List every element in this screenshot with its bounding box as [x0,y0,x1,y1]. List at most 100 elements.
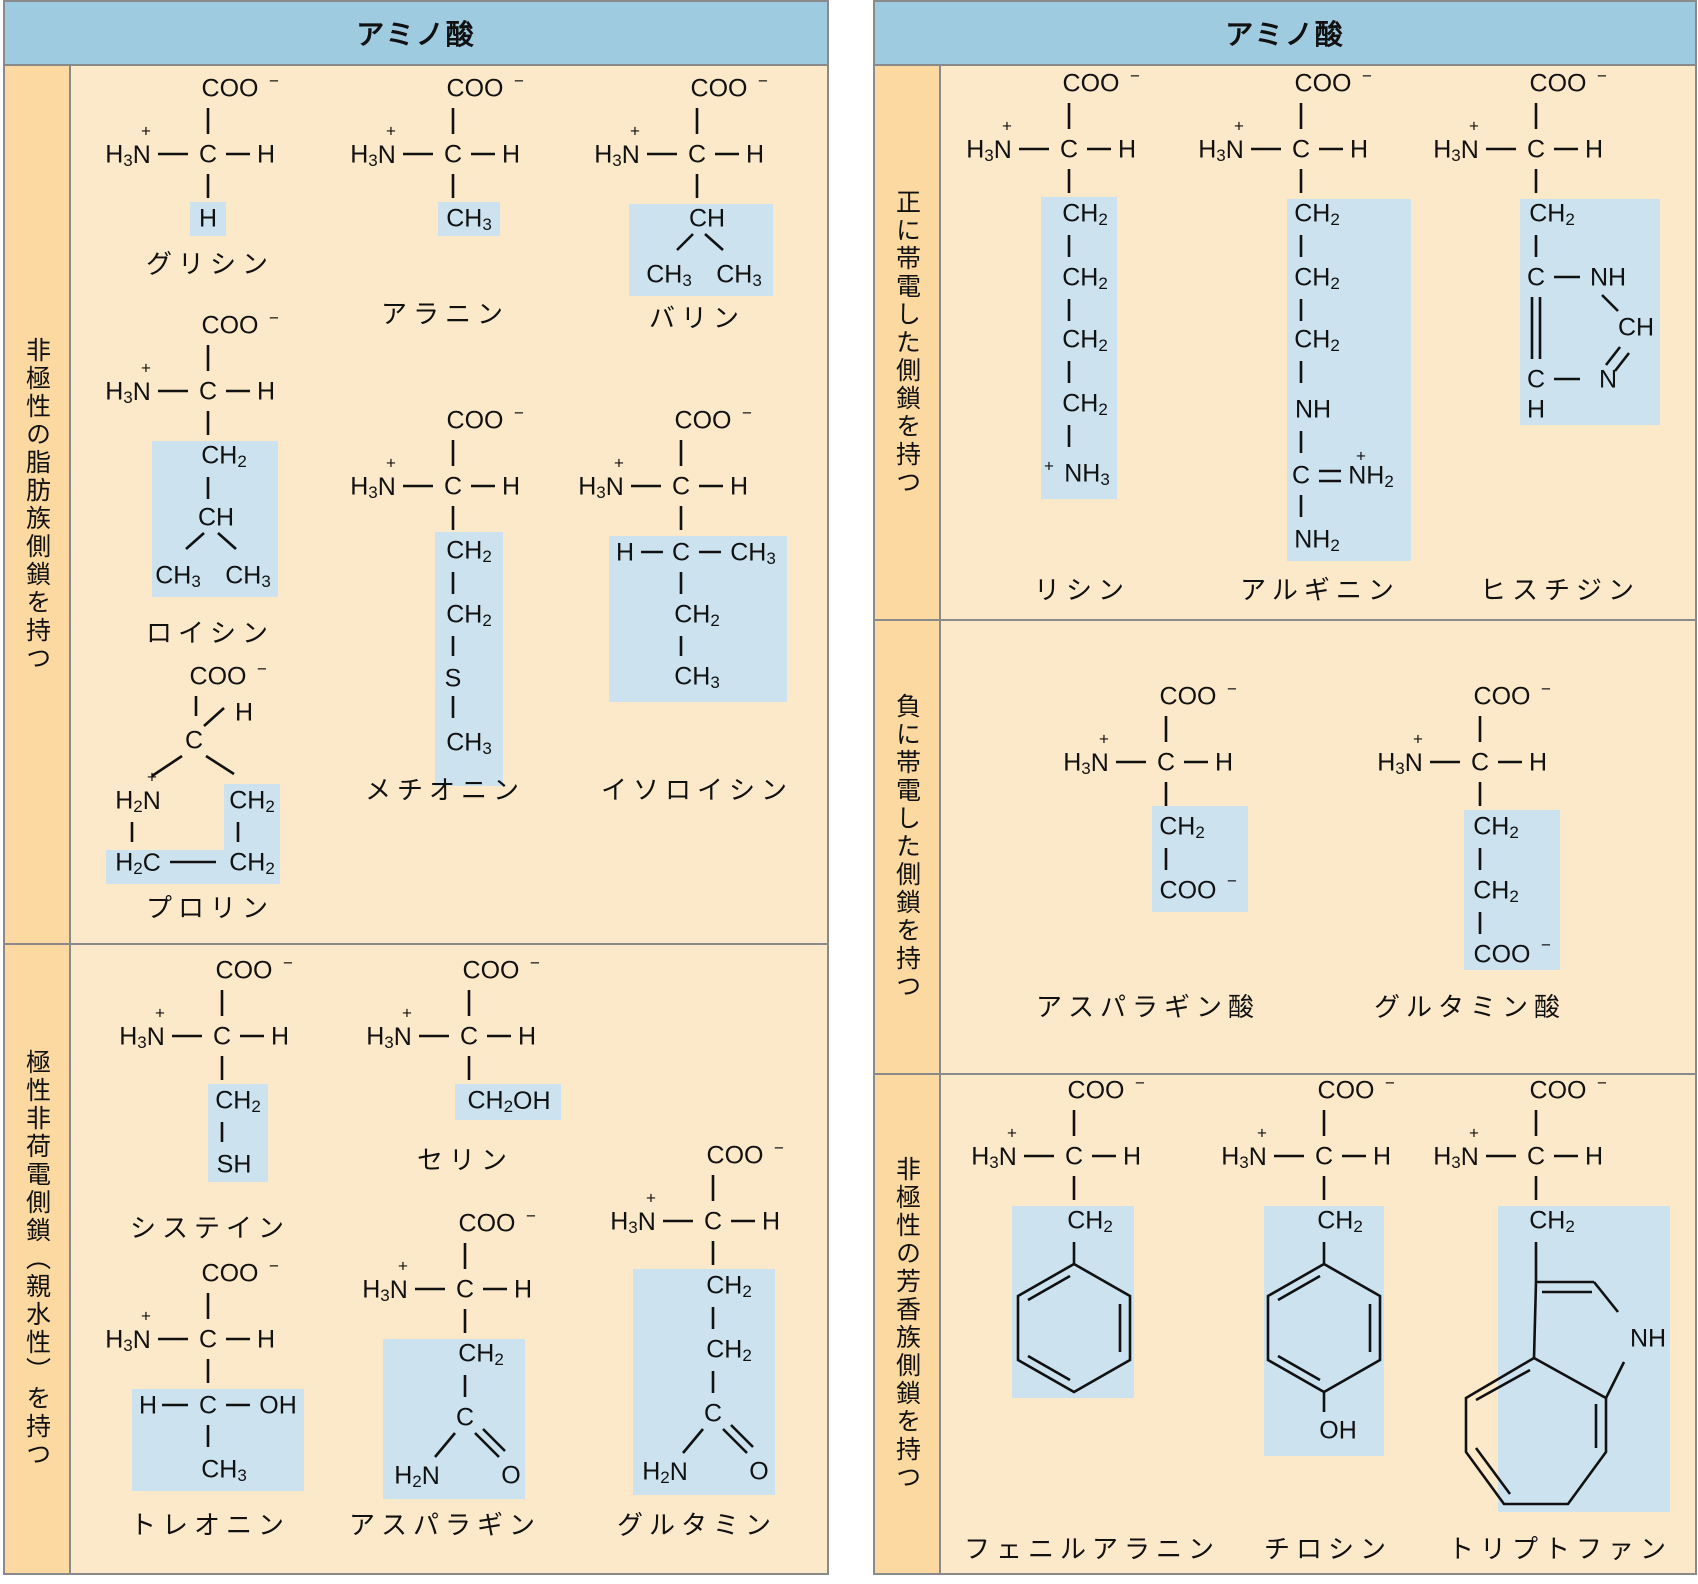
svg-text:−: − [1227,679,1237,698]
valine-structure: COO− H3N+ C H CH CH3 CH3 [594,71,773,296]
side-chain-highlight [1152,806,1248,912]
name-lysine: リシン [1033,576,1131,606]
svg-text:C: C [1157,749,1175,777]
svg-text:−: − [1362,66,1372,85]
svg-text:COO: COO [707,1142,764,1170]
svg-text:H: H [1373,1143,1391,1171]
svg-text:H: H [1215,749,1233,777]
left-panel-header: アミノ酸 [5,2,827,66]
svg-text:C: C [704,1208,722,1236]
svg-text:+: + [141,358,151,377]
leucine-structure: COO− H3N+ C H CH2 CH CH3 CH3 [105,308,279,597]
svg-text:H: H [1529,749,1547,777]
group-divider [875,619,1695,621]
svg-text:S: S [445,665,462,693]
svg-text:C: C [1292,462,1310,490]
svg-text:−: − [283,953,293,972]
svg-text:H: H [271,1023,289,1051]
svg-text:COO: COO [1160,877,1217,905]
svg-text:+: + [141,121,151,140]
side-chain-highlight [132,1389,304,1491]
svg-text:CH: CH [689,205,725,233]
svg-text:−: − [742,403,752,422]
side-chain-highlight [455,1084,561,1120]
glutamic-acid-structure: COO− H3N+ C H CH2 CH2 COO− [1377,679,1560,970]
svg-text:H: H [1350,136,1368,164]
methionine-structure: COO− H3N+ C H CH2 CH2 S CH3 [350,403,524,786]
svg-text:C: C [444,141,462,169]
group-label-aromatic: 非極性の芳香族側鎖を持つ [875,1075,941,1573]
svg-text:H3N: H3N [578,473,624,503]
name-tryptophan: トリプトファン [1447,1535,1673,1565]
svg-text:CH: CH [198,504,234,532]
lysine-structure: COO− H3N+ C H CH2 CH2 CH2 CH2 + NH3 [966,66,1140,499]
svg-text:C: C [1292,136,1310,164]
group-label-negative: 負に帯電した側鎖を持つ [875,621,941,1073]
side-chain-highlight [438,202,500,236]
svg-text:H3N: H3N [1377,749,1423,779]
name-aspartic-acid: アスパラギン酸 [1035,993,1261,1023]
svg-text:COO: COO [1295,70,1352,98]
svg-text:H: H [502,473,520,501]
svg-text:CH3: CH3 [674,663,720,693]
svg-text:C: C [199,1326,217,1354]
svg-text:C: C [456,1404,474,1432]
name-cysteine: システイン [129,1214,291,1244]
svg-text:COO: COO [216,957,273,985]
svg-text:−: − [526,1206,536,1225]
svg-text:+: + [1356,446,1366,465]
svg-text:C: C [444,473,462,501]
side-chain-highlight [1041,197,1117,499]
svg-text:COO: COO [1530,70,1587,98]
proline-structure: COO− H C H2N+ CH2 H2C CH2 [106,659,280,884]
svg-text:COO: COO [691,75,748,103]
svg-text:COO: COO [202,1260,259,1288]
svg-text:+: + [1002,116,1012,135]
svg-text:H2N: H2N [394,1462,440,1492]
group-divider [5,943,827,945]
phenylalanine-structure: COO− H3N+ C H CH2 [971,1073,1145,1398]
name-leucine: ロイシン [145,619,275,649]
svg-text:NH: NH [1590,264,1626,292]
svg-text:OH: OH [259,1392,297,1420]
svg-text:C: C [456,1276,474,1304]
arginine-structure: COO− H3N+ C H CH2 CH2 CH2 NH C NH2+ NH2 [1198,66,1411,561]
name-alanine: アラニン [380,300,510,330]
svg-text:−: − [514,403,524,422]
side-chain-highlight [1520,199,1660,425]
svg-text:−: − [1541,679,1551,698]
svg-text:C: C [1471,749,1489,777]
svg-text:+: + [630,121,640,140]
svg-text:H: H [762,1208,780,1236]
side-chain-highlight [190,202,226,236]
svg-text:H: H [1527,396,1545,424]
svg-text:H: H [1123,1143,1141,1171]
svg-text:C: C [1527,264,1545,292]
svg-text:+: + [398,1256,408,1275]
svg-text:H: H [139,1392,157,1420]
svg-text:COO: COO [1318,1077,1375,1105]
name-tyrosine: チロシン [1263,1535,1393,1565]
histidine-structure: COO− H3N+ C H CH2 C NH CH C N H [1433,66,1660,425]
svg-text:COO: COO [202,312,259,340]
svg-text:C: C [1527,1143,1545,1171]
name-glutamine: グルタミン [616,1511,778,1541]
name-methionine: メチオニン [364,776,526,806]
svg-text:+: + [1099,729,1109,748]
svg-text:−: − [269,1256,279,1275]
svg-text:NH: NH [1295,396,1331,424]
name-asparagine: アスパラギン [348,1511,542,1541]
name-glutamic-acid: グルタミン酸 [1373,993,1567,1023]
svg-text:+: + [402,1003,412,1022]
side-chain-highlight [152,441,278,597]
svg-text:COO: COO [202,75,259,103]
svg-text:COO: COO [1530,1077,1587,1105]
svg-text:CH3: CH3 [446,205,492,235]
svg-text:H: H [235,699,253,727]
side-chain-highlight [1287,199,1411,561]
svg-text:CH: CH [1618,314,1654,342]
svg-text:C: C [704,1400,722,1428]
svg-text:+: + [1234,116,1244,135]
svg-text:C: C [1315,1143,1333,1171]
svg-text:+: + [614,453,624,472]
